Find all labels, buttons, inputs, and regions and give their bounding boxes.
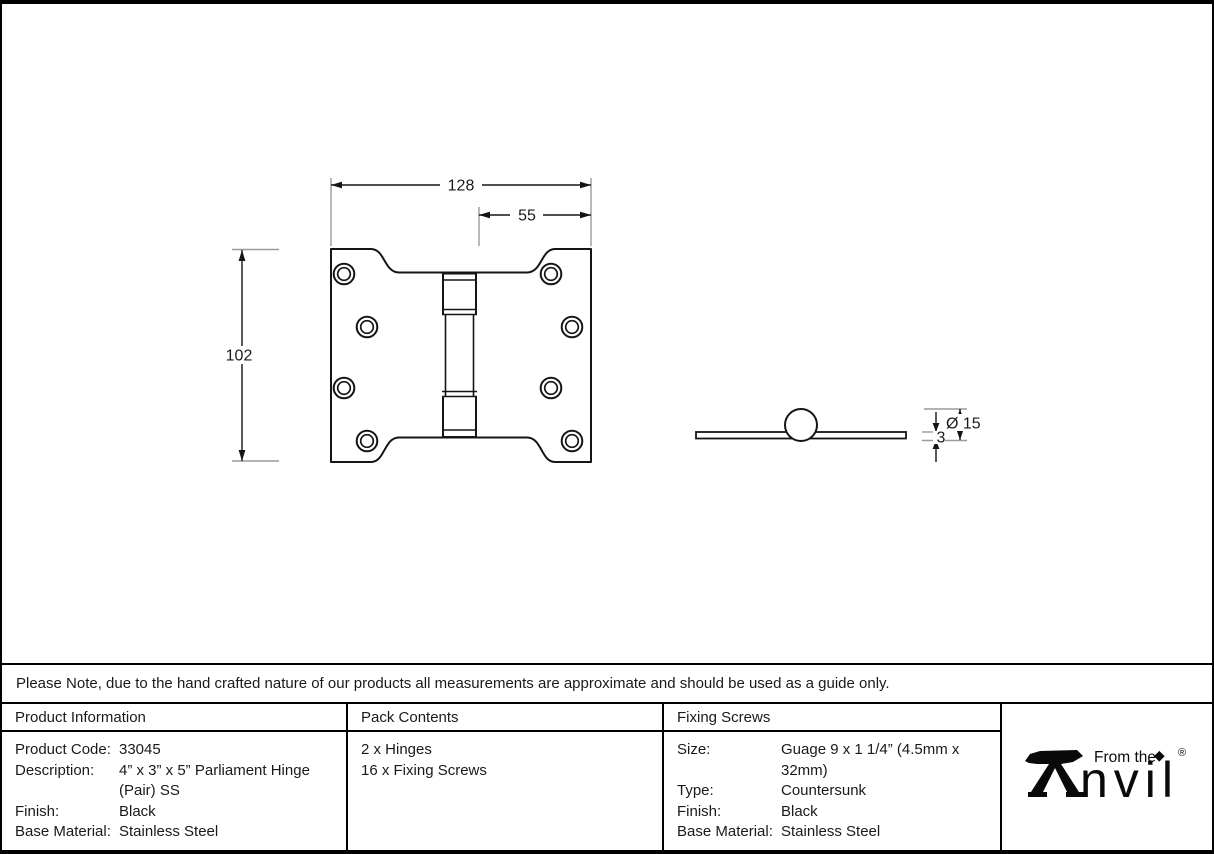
table-row: Size: Guage 9 x 1 1/4” (4.5mm x 32mm): [677, 740, 992, 781]
hinge-knuckle: [442, 272, 477, 438]
hinge-side-view: [695, 408, 907, 442]
spec-table: Product Information Product Code: 33045 …: [2, 704, 1212, 850]
dim-knuckle-diameter-label: Ø 15: [946, 416, 981, 433]
from-the-anvil-logo: nvil From the ®: [1002, 704, 1212, 850]
table-row: Description: 4” x 3” x 5” Parliament Hin…: [15, 761, 338, 802]
dim-height-label: 102: [226, 348, 253, 365]
table-row: Product Code: 33045: [15, 740, 338, 761]
table-row: Base Material: Stainless Steel: [15, 822, 338, 843]
registered-trademark-icon: ®: [1178, 747, 1186, 759]
base-material-value: Stainless Steel: [119, 823, 219, 841]
screw-holes: [332, 262, 584, 453]
pack-contents-column: Pack Contents 2 x Hinges 16 x Fixing Scr…: [348, 704, 664, 850]
table-row: Base Material: Stainless Steel: [677, 822, 992, 843]
product-information-column: Product Information Product Code: 33045 …: [2, 704, 348, 850]
description-value: 4” x 3” x 5” Parliament Hinge (Pair) SS: [119, 761, 310, 800]
list-item: 16 x Fixing Screws: [361, 761, 487, 779]
screw-base-material-value: Stainless Steel: [781, 823, 881, 841]
finish-label: Finish:: [15, 802, 60, 820]
product-information-header: Product Information: [2, 704, 346, 732]
base-material-label: Base Material:: [15, 823, 111, 841]
table-row: Type: Countersunk: [677, 781, 992, 802]
list-item: 2 x Hinges: [361, 741, 432, 758]
screw-base-material-label: Base Material:: [677, 823, 773, 841]
pack-contents-header: Pack Contents: [348, 704, 662, 732]
pack-contents-body: 2 x Hinges 16 x Fixing Screws: [348, 732, 662, 789]
dim-right-offset-label: 55: [518, 208, 536, 225]
screw-finish-label: Finish:: [677, 802, 722, 820]
fixing-screws-body: Size: Guage 9 x 1 1/4” (4.5mm x 32mm) Ty…: [664, 732, 1000, 850]
measurement-note-text: Please Note, due to the hand crafted nat…: [16, 675, 890, 692]
finish-value: Black: [119, 802, 156, 820]
product-code-value: 33045: [119, 741, 161, 758]
screw-size-label: Size:: [677, 741, 711, 758]
extension-lines: [232, 178, 967, 462]
logo-brand-text: nvil: [1080, 752, 1179, 808]
measurement-note-row: Please Note, due to the hand crafted nat…: [2, 663, 1212, 704]
logo-tagline-text: From the: [1094, 749, 1156, 766]
anvil-icon: [1025, 750, 1085, 797]
technical-drawing: 128 55 102 Ø 15 3: [220, 176, 981, 463]
fixing-screws-column: Fixing Screws Size: Guage 9 x 1 1/4” (4.…: [664, 704, 1002, 850]
dim-plate-thickness-label: 3: [937, 430, 946, 447]
screw-type-value: Countersunk: [781, 782, 867, 800]
product-information-body: Product Code: 33045 Description: 4” x 3”…: [2, 732, 346, 850]
screw-size-value: Guage 9 x 1 1/4” (4.5mm x 32mm): [781, 741, 960, 779]
screw-type-label: Type:: [677, 782, 714, 800]
dim-width-label: 128: [448, 178, 475, 195]
table-row: Finish: Black: [677, 802, 992, 823]
screw-finish-value: Black: [781, 802, 818, 820]
description-label: Description:: [15, 761, 95, 779]
brand-logo-cell: nvil From the ®: [1002, 704, 1212, 850]
fixing-screws-header: Fixing Screws: [664, 704, 1000, 732]
product-code-label: Product Code:: [15, 741, 111, 758]
table-row: Finish: Black: [15, 802, 338, 823]
